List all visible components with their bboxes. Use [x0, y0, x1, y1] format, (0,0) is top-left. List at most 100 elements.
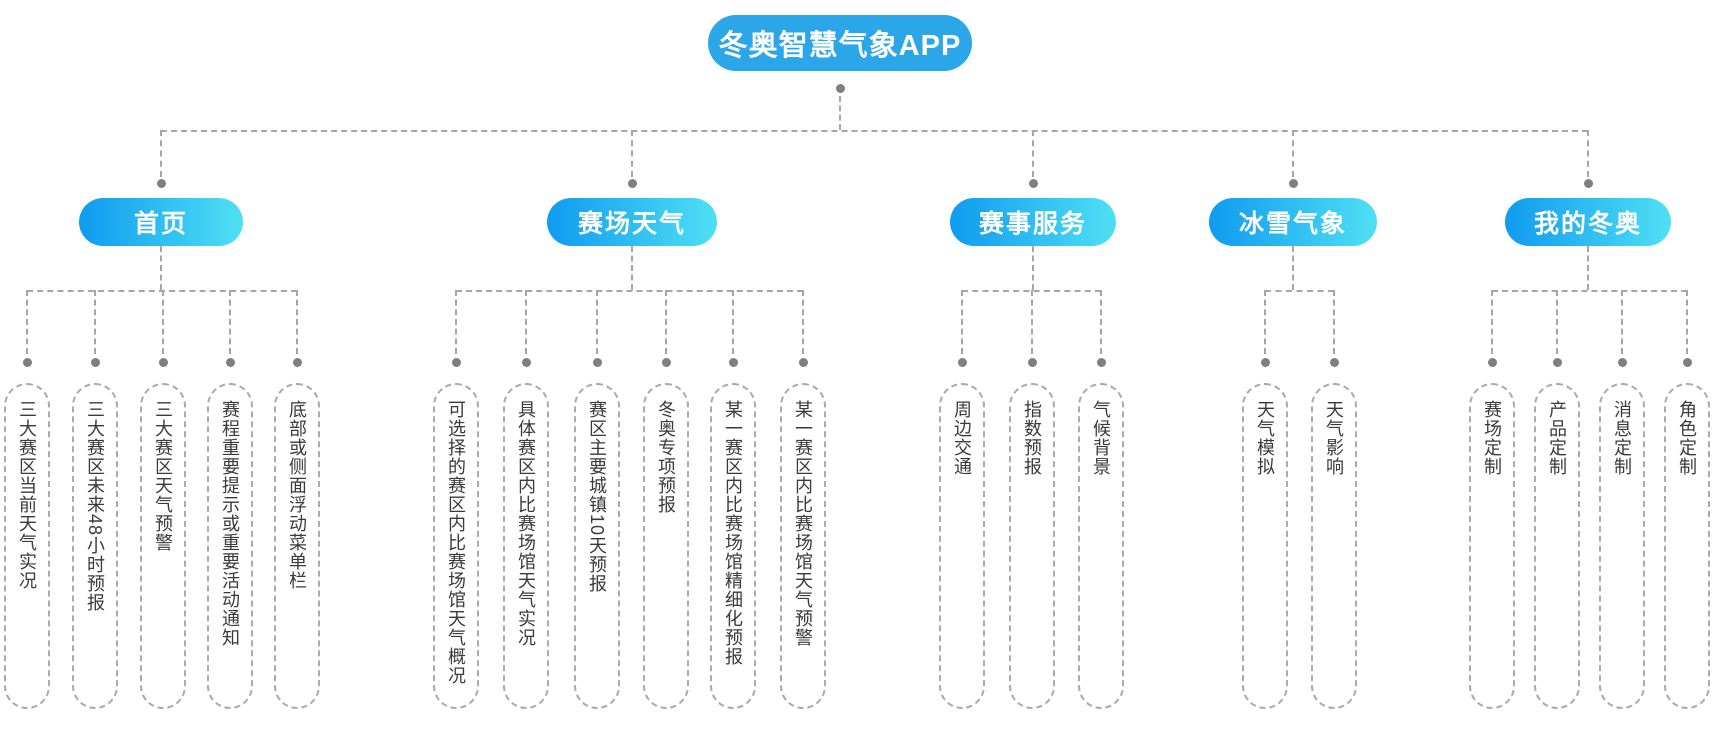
connector-line: [1333, 290, 1335, 354]
connector-line: [1686, 290, 1688, 354]
connector-dot: [293, 358, 302, 367]
leaf-label: 某一赛区内比赛场馆精细化预报: [723, 400, 743, 666]
connector-line: [525, 290, 527, 354]
connector-dot: [1683, 358, 1692, 367]
connector-line: [456, 290, 803, 292]
connector-dot: [159, 358, 168, 367]
leaf-label: 周边交通: [952, 400, 972, 476]
connector-line: [961, 290, 963, 354]
connector-dot: [1261, 358, 1270, 367]
connector-line: [1292, 246, 1294, 290]
leaf-node: 某一赛区内比赛场馆精细化预报: [710, 383, 756, 709]
leaf-label: 底部或侧面浮动菜单栏: [287, 400, 307, 590]
connector-line: [1032, 246, 1034, 290]
leaf-label: 某一赛区内比赛场馆天气预警: [793, 400, 813, 647]
leaf-label: 三大赛区天气预警: [153, 400, 173, 552]
connector-line: [162, 290, 164, 354]
connector-line: [631, 130, 633, 177]
connector-line: [1491, 290, 1493, 354]
connector-dot: [799, 358, 808, 367]
leaf-node: 指数预报: [1009, 383, 1055, 709]
leaf-node: 某一赛区内比赛场馆天气预警: [780, 383, 826, 709]
connector-line: [596, 290, 598, 354]
leaf-node: 角色定制: [1664, 383, 1710, 709]
connector-line: [1621, 290, 1623, 354]
connector-dot: [1618, 358, 1627, 367]
leaf-node: 赛程重要提示或重要活动通知: [207, 383, 253, 709]
connector-dot: [1584, 179, 1593, 188]
connector-line: [1265, 290, 1334, 292]
leaf-node: 冬奥专项预报: [643, 383, 689, 709]
connector-line: [1587, 246, 1589, 290]
leaf-node: 天气影响: [1311, 383, 1357, 709]
connector-dot: [1488, 358, 1497, 367]
connector-dot: [522, 358, 531, 367]
leaf-label: 消息定制: [1612, 400, 1632, 476]
connector-line: [160, 246, 162, 290]
connector-line: [839, 96, 841, 130]
leaf-label: 指数预报: [1022, 400, 1042, 476]
connector-line: [161, 130, 1588, 132]
leaf-node: 可选择的赛区内比赛场馆天气概况: [433, 383, 479, 709]
connector-dot: [157, 179, 166, 188]
connector-line: [160, 130, 162, 177]
connector-line: [1587, 130, 1589, 177]
connector-dot: [628, 179, 637, 188]
connector-line: [665, 290, 667, 354]
leaf-label: 天气模拟: [1255, 400, 1275, 476]
connector-line: [455, 290, 457, 354]
leaf-node: 三大赛区未来48小时预报: [72, 383, 118, 709]
connector-line: [94, 290, 96, 354]
leaf-node: 产品定制: [1534, 383, 1580, 709]
leaf-label: 赛区主要城镇10天预报: [587, 400, 607, 594]
leaf-label: 冬奥专项预报: [656, 400, 676, 514]
connector-line: [1556, 290, 1558, 354]
leaf-node: 气候背景: [1078, 383, 1124, 709]
leaf-node: 天气模拟: [1242, 383, 1288, 709]
leaf-node: 三大赛区天气预警: [140, 383, 186, 709]
connector-dot: [593, 358, 602, 367]
connector-line: [229, 290, 231, 354]
leaf-node: 周边交通: [939, 383, 985, 709]
leaf-label: 赛场定制: [1482, 400, 1502, 476]
leaf-node: 赛区主要城镇10天预报: [574, 383, 620, 709]
connector-line: [1032, 130, 1034, 177]
branch-venue-weather: 赛场天气: [547, 198, 717, 246]
leaf-node: 三大赛区当前天气实况: [4, 383, 50, 709]
connector-line: [732, 290, 734, 354]
connector-line: [1264, 290, 1266, 354]
leaf-label: 气候背景: [1091, 400, 1111, 476]
leaf-label: 三大赛区未来48小时预报: [85, 400, 105, 613]
connector-dot: [1330, 358, 1339, 367]
branch-event-services: 赛事服务: [950, 198, 1116, 246]
connector-line: [1031, 290, 1033, 354]
connector-dot: [1028, 358, 1037, 367]
connector-dot: [729, 358, 738, 367]
connector-dot: [1097, 358, 1106, 367]
leaf-label: 天气影响: [1324, 400, 1344, 476]
connector-line: [1100, 290, 1102, 354]
connector-line: [296, 290, 298, 354]
node-root: 冬奥智慧气象APP: [708, 15, 972, 71]
connector-dot: [1553, 358, 1562, 367]
leaf-node: 赛场定制: [1469, 383, 1515, 709]
branch-home: 首页: [79, 198, 243, 246]
connector-dot: [91, 358, 100, 367]
connector-dot: [958, 358, 967, 367]
leaf-label: 产品定制: [1547, 400, 1567, 476]
connector-line: [1292, 130, 1294, 177]
leaf-node: 底部或侧面浮动菜单栏: [274, 383, 320, 709]
connector-line: [802, 290, 804, 354]
connector-dot: [226, 358, 235, 367]
leaf-label: 赛程重要提示或重要活动通知: [220, 400, 240, 647]
leaf-label: 具体赛区内比赛场馆天气实况: [516, 400, 536, 647]
connector-dot: [662, 358, 671, 367]
leaf-node: 具体赛区内比赛场馆天气实况: [503, 383, 549, 709]
connector-dot: [452, 358, 461, 367]
connector-dot: [836, 84, 845, 93]
branch-my-olympics: 我的冬奥: [1505, 198, 1671, 246]
connector-dot: [1029, 179, 1038, 188]
connector-dot: [1289, 179, 1298, 188]
connector-line: [26, 290, 28, 354]
